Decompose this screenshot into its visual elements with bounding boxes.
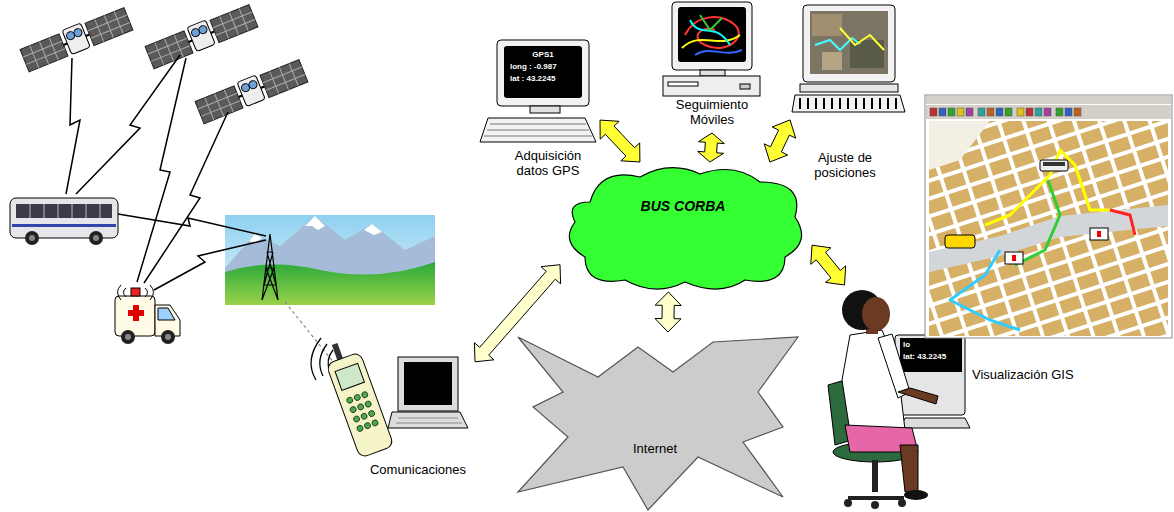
screen-text: lat: 43.2245 (903, 352, 946, 361)
double-arrow (474, 265, 560, 362)
double-arrow (764, 120, 796, 162)
screen-text: long : -0.987 (510, 62, 557, 71)
bus-icon (10, 198, 118, 245)
computer-icon (792, 5, 905, 112)
text-holder: Ajuste de posiciones (799, 151, 891, 181)
double-arrow (655, 292, 681, 332)
text-holder: BUS CORBA (641, 198, 726, 214)
double-arrow (600, 120, 640, 162)
screen-text: lat : 43.2245 (510, 74, 555, 83)
computer-node: Ajuste de posiciones (790, 3, 908, 188)
double-arrow (698, 133, 725, 162)
computer-icon (663, 2, 760, 96)
text-holder: long : -0.987 (510, 62, 557, 71)
cloud-path (569, 168, 801, 289)
text-holder: Comunicaciones (370, 463, 466, 478)
satellite (19, 6, 133, 72)
internet-burst: Internet (513, 332, 803, 512)
text-holder: Seguimiento Móviles (666, 98, 758, 128)
node-label: BUS CORBA (641, 198, 726, 214)
phone-icon (311, 337, 394, 458)
computer-node: GPS1 long : -0.987 lat : 43.2245Adquisició… (480, 38, 600, 183)
text-holder: Adquisición datos GPS (502, 149, 594, 179)
node-label: Comunicaciones (370, 463, 466, 478)
screen-text: GPS1 (532, 50, 553, 59)
text-holder: lat: 43.2245 (903, 352, 946, 361)
text-holder: GPS1 (532, 50, 553, 59)
node-label: Seguimiento Móviles (666, 98, 758, 128)
double-arrow (811, 245, 846, 285)
mountain-scene (225, 215, 435, 305)
laptop-icon (388, 357, 468, 428)
screen-text: lo (903, 340, 910, 349)
node-label: Ajuste de posiciones (799, 151, 891, 181)
text-holder: lo (903, 340, 910, 349)
node-label: Visualización GIS (972, 368, 1074, 383)
satellite (194, 58, 308, 124)
text-holder: Internet (633, 442, 677, 457)
text-holder: lat : 43.2245 (510, 74, 555, 83)
text-holder: Visualización GIS (972, 368, 1074, 383)
communications-node: Comunicaciones (330, 345, 475, 485)
satellite (144, 3, 258, 69)
gis-map-window (925, 95, 1172, 338)
ambulance-icon (115, 285, 180, 344)
computer-node: Seguimiento Móviles (655, 0, 770, 133)
node-label: Internet (633, 442, 677, 457)
node-label: Adquisición datos GPS (502, 149, 594, 179)
star-path (518, 337, 798, 510)
cloud-node: BUS CORBA (560, 162, 812, 292)
workstation-node: lo lat: 43.2245Visualización GIS (818, 285, 1083, 512)
star-outline (513, 332, 803, 512)
cloud-outline (560, 162, 812, 292)
computer-icon (480, 40, 596, 142)
wireless-links (66, 55, 266, 290)
